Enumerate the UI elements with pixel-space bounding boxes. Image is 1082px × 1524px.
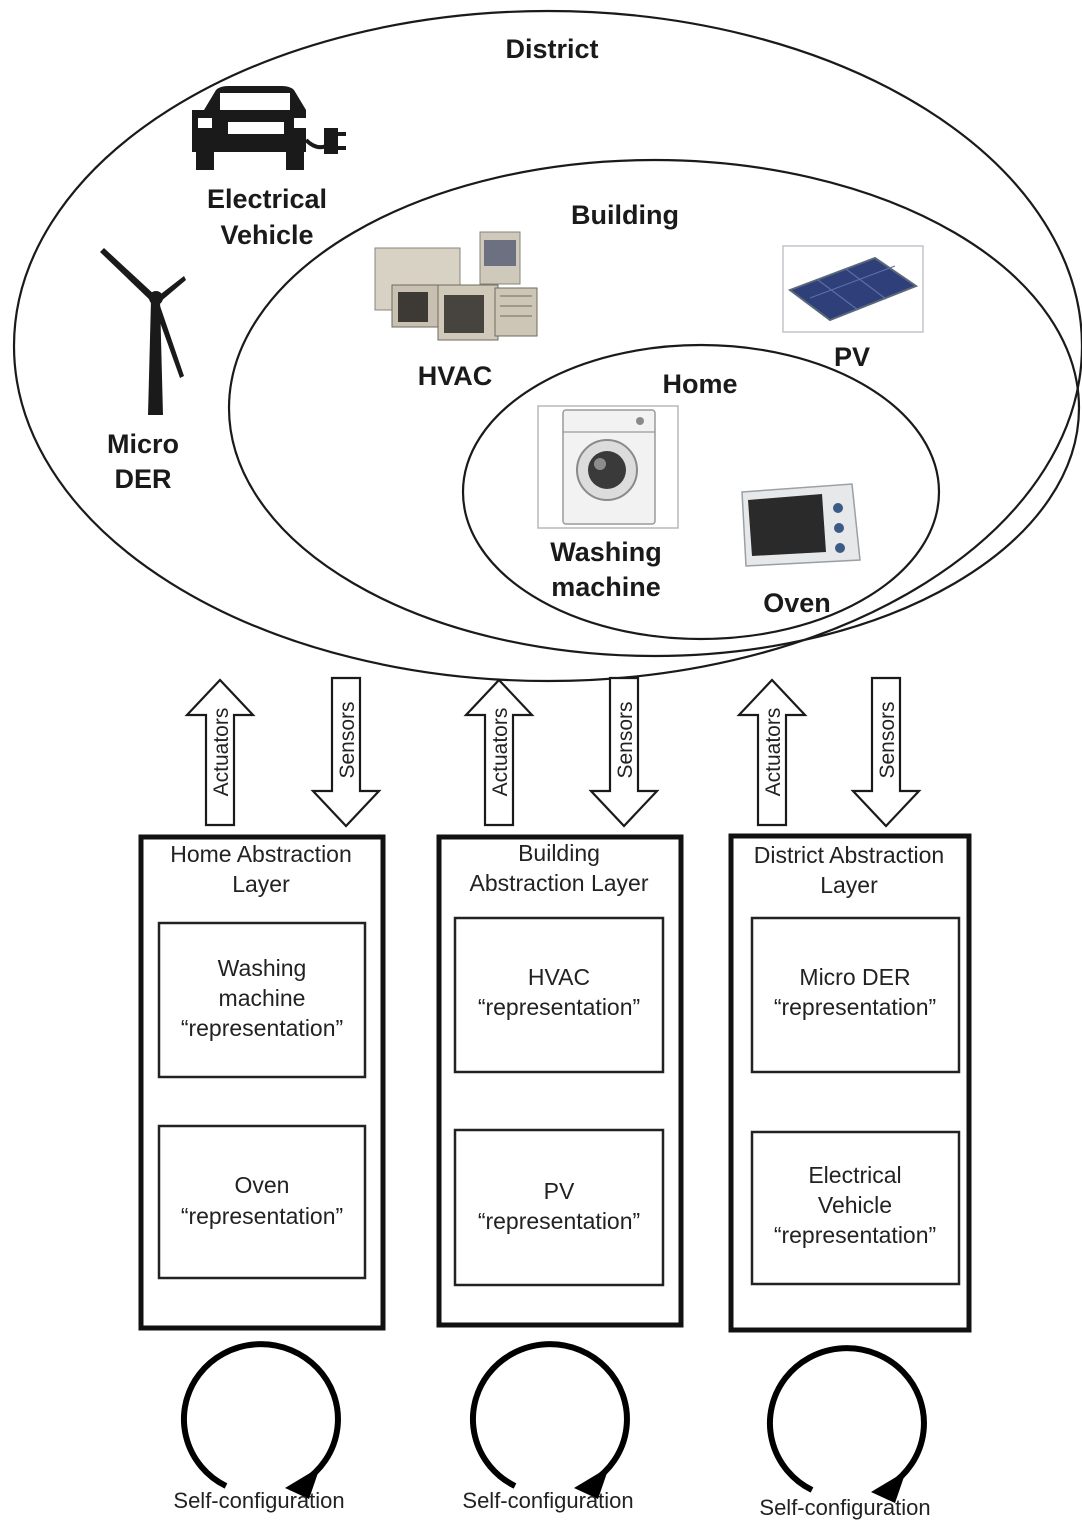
representation-text-line1: HVAC (528, 964, 590, 990)
representation-text-line2: Vehicle (818, 1192, 892, 1218)
representation-text-line2: machine (219, 985, 306, 1011)
representation-text-line2: “representation” (181, 1203, 343, 1229)
sensors-label: Sensors (614, 701, 637, 778)
electrical-vehicle-representation-box (750, 1130, 961, 1286)
representation-text-line1: Washing (218, 955, 307, 981)
district-ellipse (13, 10, 1082, 682)
electrical-vehicle-label-line2: Vehicle (220, 220, 313, 250)
home-ellipse (461, 343, 941, 641)
actuators-arrow-up (736, 678, 808, 827)
self-configuration-loop-icon (180, 1341, 341, 1489)
self-configuration-loop-icon (766, 1345, 927, 1493)
representation-text-line2: “representation” (478, 994, 640, 1020)
solar-panel-icon (782, 245, 924, 333)
district-label: District (505, 34, 598, 64)
self-configuration-label: Self-configuration (462, 1488, 633, 1513)
representation-text-line3: “representation” (774, 1222, 936, 1248)
layer-title-line2: Abstraction Layer (470, 870, 649, 896)
self-configuration-label: Self-configuration (173, 1488, 344, 1513)
oven-representation-box (157, 1124, 367, 1280)
layer-title-line1: Building (518, 840, 600, 866)
hvac-representation-box (453, 916, 665, 1074)
representation-text-line2: “representation” (478, 1208, 640, 1234)
sensors-arrow-down (850, 676, 922, 828)
hvac-units-icon (374, 231, 538, 341)
representation-text-line1: Oven (235, 1172, 290, 1198)
actuators-arrow-up (184, 678, 256, 827)
actuators-label: Actuators (210, 708, 233, 797)
layer-title-line1: Home Abstraction (170, 841, 352, 867)
representation-text-line1: Electrical (808, 1162, 901, 1188)
representation-text-line1: PV (544, 1178, 575, 1204)
actuators-label: Actuators (489, 708, 512, 797)
electric-car-icon (192, 86, 346, 170)
pv-label: PV (834, 342, 870, 372)
representation-text-line1: Micro DER (799, 964, 910, 990)
representation-text-line2: “representation” (774, 994, 936, 1020)
washing-machine-label-line2: machine (551, 572, 661, 602)
home-label: Home (662, 369, 737, 399)
layer-title-line1: District Abstraction (754, 842, 944, 868)
oven-icon (741, 483, 861, 567)
oven-label: Oven (763, 588, 831, 618)
home-column: Actuators Sensors Home Abstraction Layer… (138, 676, 386, 1513)
building-ellipse (227, 158, 1081, 658)
building-column: Actuators Sensors Building Abstraction L… (436, 676, 684, 1513)
electrical-vehicle-label-line1: Electrical (207, 184, 327, 214)
sensors-label: Sensors (336, 701, 359, 778)
self-configuration-label: Self-configuration (759, 1495, 930, 1520)
sensors-label: Sensors (876, 701, 899, 778)
layer-title-line2: Layer (232, 871, 290, 897)
micro-der-label-line1: Micro (107, 429, 179, 459)
hvac-label: HVAC (418, 361, 493, 391)
sensors-arrow-down (588, 676, 660, 828)
self-configuration-loop-icon (469, 1341, 630, 1489)
washing-machine-label-line1: Washing (550, 537, 662, 567)
washing-machine-icon (537, 405, 679, 529)
sensors-arrow-down (310, 676, 382, 828)
loop-arrowhead-icon (574, 1467, 609, 1499)
representation-text-line3: “representation” (181, 1015, 343, 1041)
micro-der-representation-box (750, 916, 961, 1074)
building-label: Building (571, 200, 679, 230)
actuators-label: Actuators (762, 708, 785, 797)
loop-arrowhead-icon (871, 1471, 906, 1503)
wind-turbine-icon (100, 248, 186, 415)
micro-der-label-line2: DER (114, 464, 171, 494)
layer-title-line2: Layer (820, 872, 878, 898)
washing-machine-representation-box (157, 921, 367, 1079)
pv-representation-box (453, 1128, 665, 1287)
loop-arrowhead-icon (285, 1467, 320, 1499)
actuators-arrow-up (463, 678, 535, 827)
district-column: Actuators Sensors District Abstraction L… (728, 676, 972, 1520)
